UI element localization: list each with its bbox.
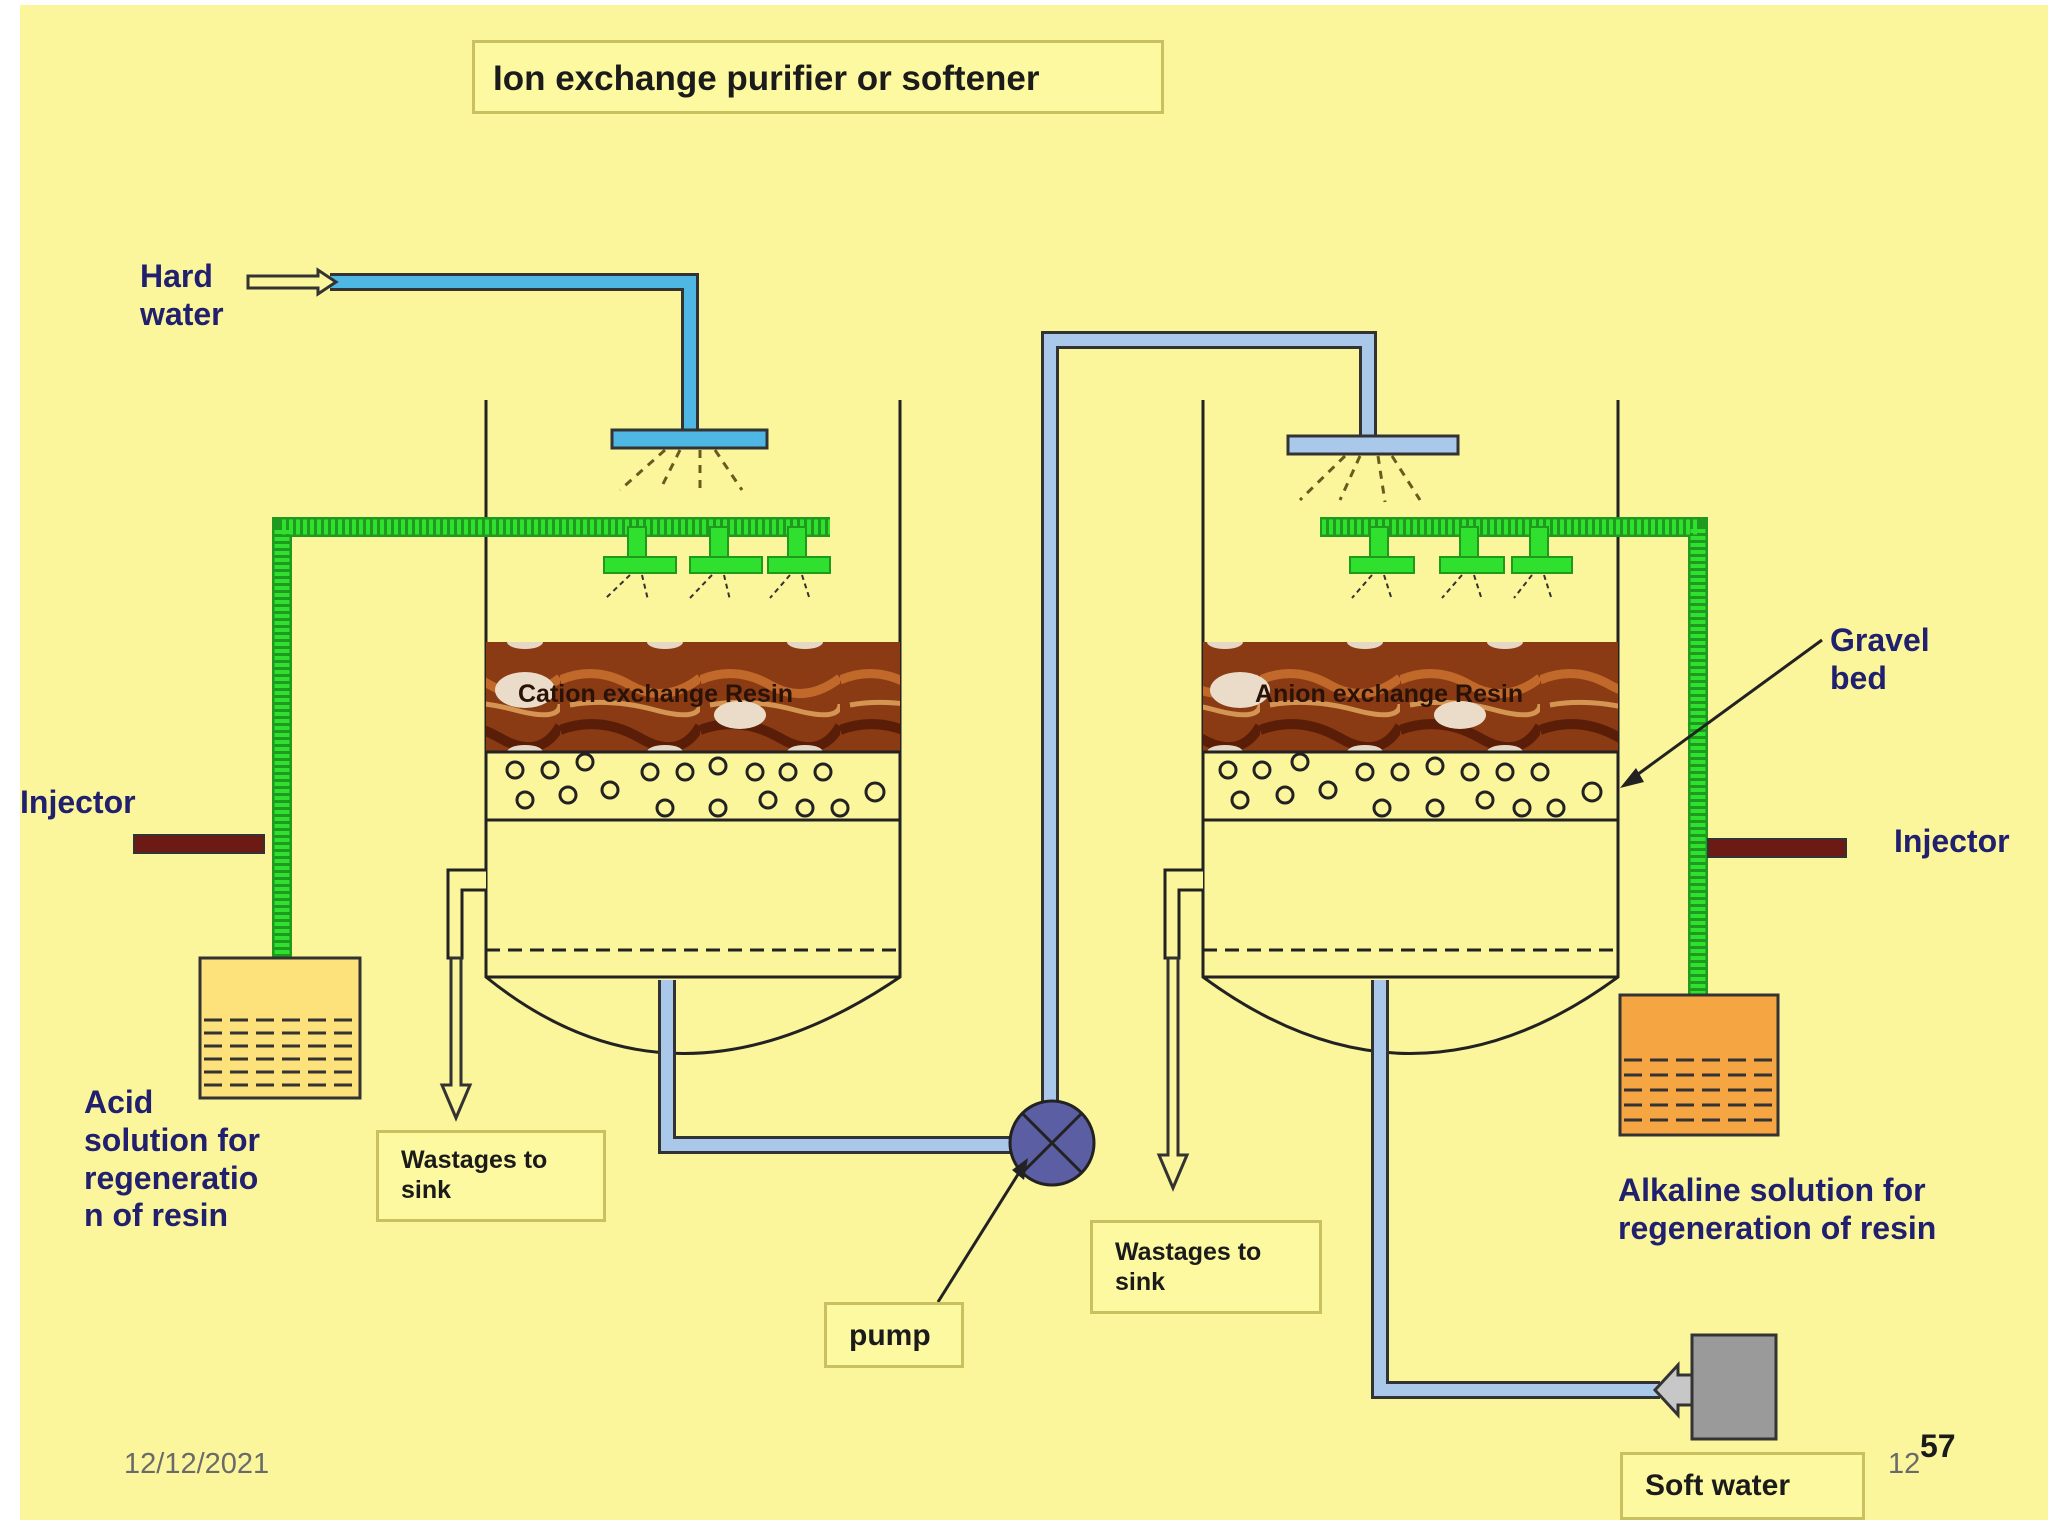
alkaline-solution-label: Alkaline solution for regeneration of re… (1618, 1172, 1937, 1246)
footer-date: 12/12/2021 (124, 1448, 270, 1480)
acid-solution-label: Acid solution for regeneratio n of resin (84, 1084, 260, 1234)
wastage-arrows (439, 956, 1190, 1192)
alkaline-regenerant-line (1320, 517, 1708, 1030)
pump-pointer (936, 1167, 1024, 1303)
cation-resin-bed (486, 642, 900, 752)
acid-tank (198, 956, 362, 1100)
gravel-bed-label: Gravel bed (1830, 622, 1930, 696)
pump-label-box: pump (824, 1302, 964, 1368)
wastage-right-label: Wastages to sink (1115, 1238, 1262, 1296)
anion-gravel-bed (1201, 750, 1620, 822)
injector-right (1707, 838, 1847, 858)
transfer-pipe (658, 331, 1460, 1154)
anion-resin-label: Anion exchange Resin (1255, 680, 1523, 708)
slide-background (20, 5, 2048, 1520)
pump-symbol (1008, 1099, 1096, 1187)
alkaline-tank (1618, 993, 1780, 1137)
gravel-bed-pointer (1629, 638, 1823, 782)
pump-label: pump (849, 1319, 931, 1352)
wastage-left-label: Wastages to sink (401, 1146, 548, 1204)
cation-resin-label: Cation exchange Resin (518, 680, 793, 708)
anion-vessel (1163, 400, 1620, 1055)
soft-water-label: Soft water (1645, 1469, 1791, 1502)
injector-left-label: Injector (20, 784, 136, 820)
soft-water-pipe (1371, 980, 1778, 1441)
soft-water-tap (1690, 1333, 1778, 1441)
page-title-box: Ion exchange purifier or softener (472, 40, 1164, 114)
cation-gravel-bed (484, 750, 902, 822)
injector-left (133, 834, 265, 854)
wastage-right-box: Wastages to sink (1090, 1220, 1322, 1314)
anion-resin-bed (1203, 642, 1618, 752)
hard-water-label: Hard water (140, 258, 224, 332)
cation-vessel (446, 400, 902, 1055)
slide-overlay-number: 57 (1920, 1428, 1956, 1464)
soft-water-box: Soft water (1620, 1452, 1865, 1520)
footer-page-number: 12 (1888, 1448, 1921, 1480)
acid-regenerant-line (272, 517, 831, 1010)
page-title: Ion exchange purifier or softener (493, 59, 1040, 98)
injector-right-label: Injector (1894, 823, 2010, 859)
wastage-left-box: Wastages to sink (376, 1130, 606, 1222)
hard-water-pipe (246, 267, 769, 492)
